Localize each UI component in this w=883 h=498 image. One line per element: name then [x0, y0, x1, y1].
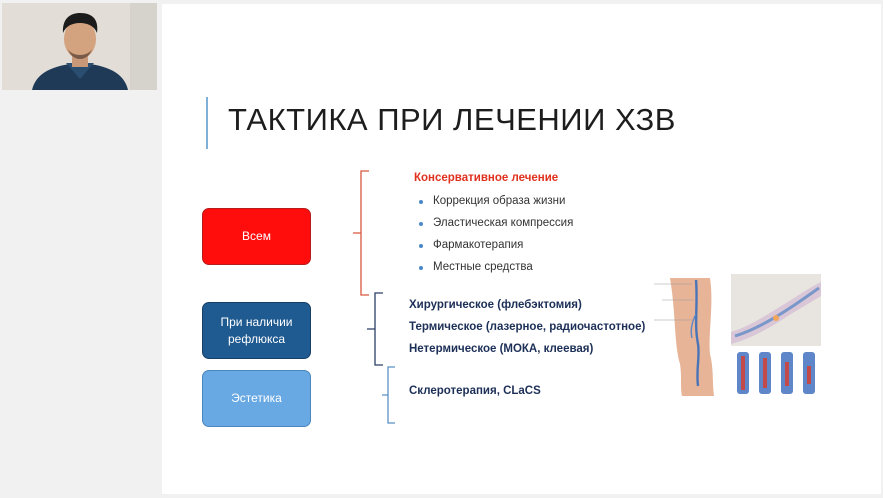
brace-reflux [367, 292, 383, 366]
list-item: Местные средства [416, 257, 573, 279]
conservative-list: Коррекция образа жизни Эластическая комп… [416, 191, 573, 279]
presenter-video [2, 3, 157, 90]
catheter-illustration [731, 274, 821, 346]
list-item: Эластическая компрессия [416, 213, 573, 235]
presenter-image [2, 3, 157, 90]
box-aesthetics: Эстетика [202, 370, 311, 427]
method-thermal: Термическое (лазерное, радиочастотное) [409, 321, 646, 333]
method-sclerotherapy: Склеротерапия, CLaCS [409, 385, 541, 397]
brace-conservative [353, 170, 369, 296]
box-all: Всем [202, 208, 311, 265]
title-accent-bar [206, 97, 208, 149]
method-surgical: Хирургическое (флебэктомия) [409, 299, 582, 311]
presentation-slide: ТАКТИКА ПРИ ЛЕЧЕНИИ ХЗВ Всем При наличии… [162, 4, 881, 494]
list-item: Коррекция образа жизни [416, 191, 573, 213]
leg-vein-illustration [652, 274, 730, 396]
box-reflux: При наличии рефлюкса [202, 302, 311, 359]
conservative-heading: Консервативное лечение [414, 172, 559, 184]
vein-sections-illustration [731, 348, 821, 398]
brace-aesthetics [382, 366, 395, 424]
method-nonthermal: Нетермическое (МОКА, клеевая) [409, 343, 594, 355]
list-item: Фармакотерапия [416, 235, 573, 257]
slide-title: ТАКТИКА ПРИ ЛЕЧЕНИИ ХЗВ [228, 102, 676, 137]
